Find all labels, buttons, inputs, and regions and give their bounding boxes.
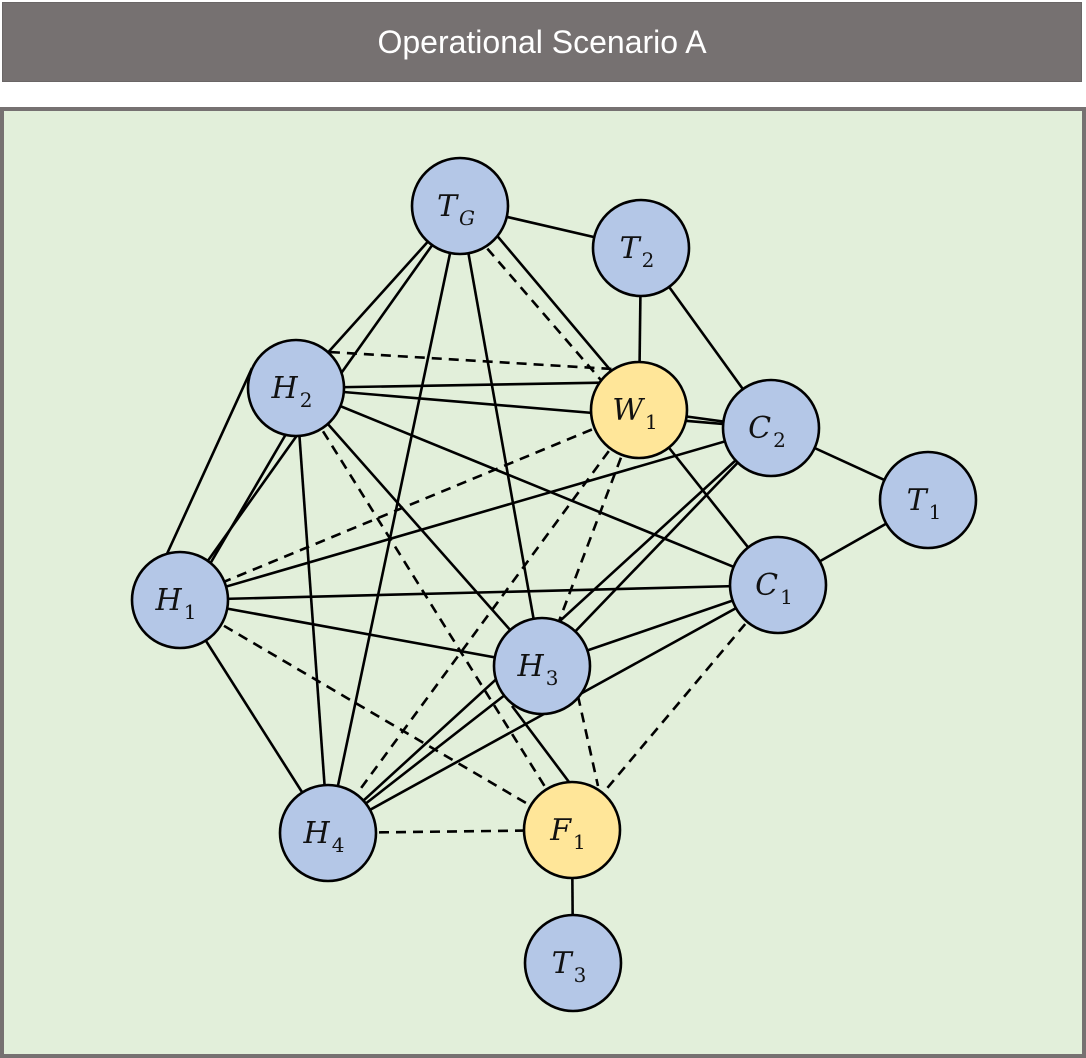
edge-h3-f1-dashed	[576, 695, 600, 787]
node-label-subscript: 1	[645, 410, 658, 434]
edge-c2-h1-solid	[179, 426, 772, 602]
edge-w1-h4-dashed	[326, 409, 641, 834]
node-circle	[278, 783, 378, 883]
node-circle	[492, 616, 592, 716]
node-label-subscript: 2	[300, 388, 313, 412]
node-label-base: W	[612, 393, 645, 428]
node-label-subscript: 2	[642, 248, 655, 272]
node-label-base: H	[271, 371, 299, 406]
edge-h2-h3-solid	[295, 387, 543, 667]
edge-h2-f1-dashed	[294, 387, 574, 831]
edge-h1-f1-dashed	[179, 598, 573, 832]
node-circle	[522, 780, 622, 880]
edge-h2-w1-dashed	[295, 348, 630, 372]
node-circle	[591, 198, 691, 298]
edge-h1-h3-solid	[179, 598, 543, 668]
node-label-subscript: 1	[184, 600, 197, 624]
node-label-subscript: 3	[546, 666, 559, 690]
edge-tg-h4-solid	[326, 205, 462, 834]
node-label-base: C	[748, 411, 771, 446]
node-circle	[130, 550, 230, 650]
diagram-title: Operational Scenario A	[377, 23, 707, 60]
node-circle	[721, 378, 821, 478]
edge-h2-c2-solid	[295, 386, 772, 430]
edge-h2-w1-solid	[295, 380, 640, 390]
edge-h3-f1-solid	[510, 705, 574, 787]
node-circle	[523, 913, 623, 1013]
node-label-base: C	[755, 568, 778, 603]
edge-h2-c1-solid	[295, 386, 779, 587]
node-label-subscript: 4	[332, 833, 345, 857]
node-circle	[878, 450, 978, 550]
node-label-subscript: 1	[573, 830, 586, 854]
node-label-subscript: 1	[929, 500, 942, 524]
node-label-subscript: 2	[773, 428, 786, 452]
node-label-subscript: 3	[574, 963, 587, 987]
edge-h2-h4-solid	[294, 387, 330, 834]
node-label-base: H	[155, 583, 183, 618]
node-circle	[246, 338, 346, 438]
node-label-base: H	[303, 816, 331, 851]
node-label-base: H	[517, 649, 545, 684]
node-label-base: T	[620, 231, 642, 266]
edge-w1-h1-dashed	[179, 408, 640, 602]
node-circle	[728, 535, 828, 635]
title-bar: Operational Scenario A	[2, 2, 1082, 82]
node-label-base: T	[907, 483, 929, 518]
node-label-subscript: 1	[780, 585, 793, 609]
edge-h2-h1-solid	[164, 367, 254, 557]
edge-tg-h3-solid	[458, 205, 544, 667]
edge-h2-h1-solid	[208, 433, 288, 565]
edge-c2-h3-solid	[541, 427, 772, 667]
node-circle	[589, 360, 689, 460]
node-label-base: T	[437, 189, 459, 224]
edge-c1-f1-dashed	[571, 584, 779, 831]
node-label-base: F	[549, 813, 572, 848]
node-circle	[410, 156, 510, 256]
node-label-subscript: G	[459, 206, 475, 230]
node-label-base: T	[552, 946, 574, 981]
edge-h1-c1-solid	[179, 583, 779, 602]
